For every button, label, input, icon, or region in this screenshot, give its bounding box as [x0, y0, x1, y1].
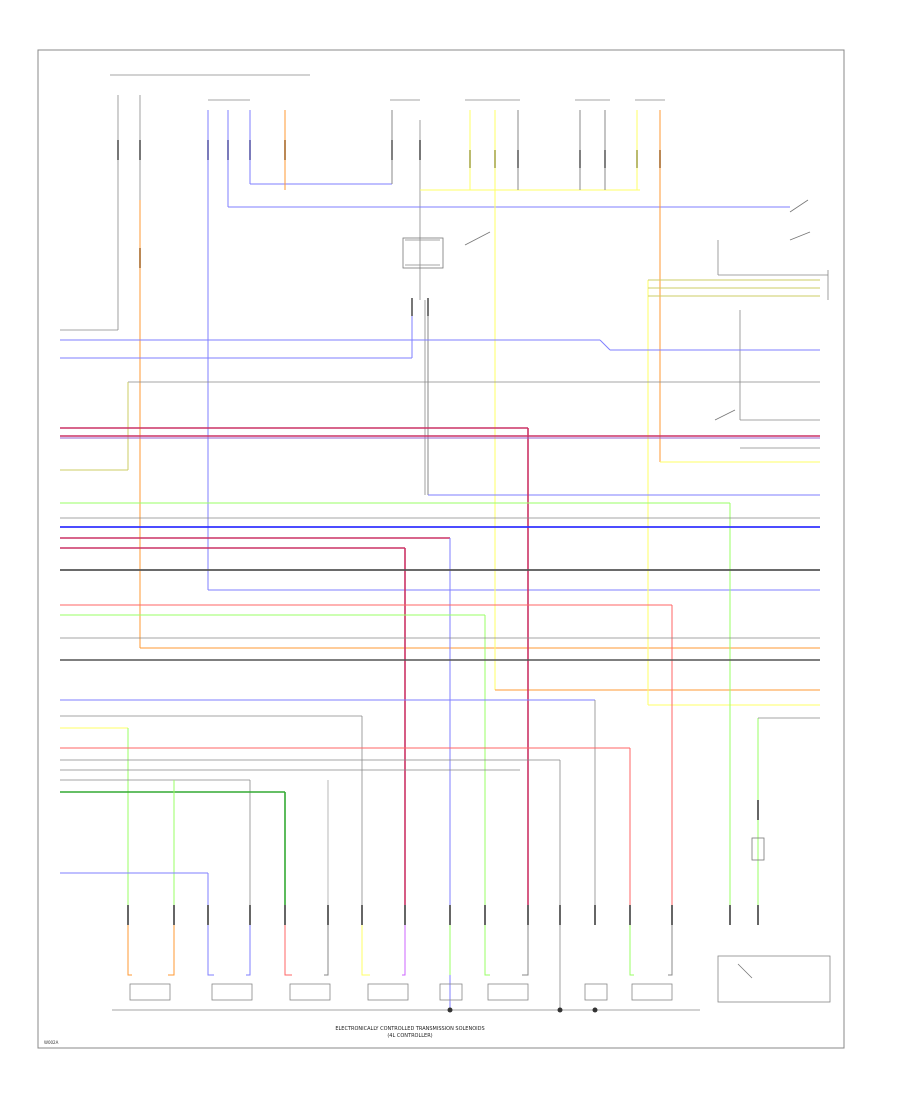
solenoid-leads — [127, 925, 673, 976]
horizontal-wires — [60, 329, 820, 1010]
ground-dot-2 — [557, 1007, 563, 1013]
diagram-border — [37, 49, 845, 1049]
top-connectors — [110, 74, 829, 495]
switch-arm-4 — [714, 409, 736, 421]
bottom-pin-ticks — [127, 800, 759, 925]
ground-dot-3 — [592, 1007, 598, 1013]
solenoid-4 — [367, 983, 409, 1001]
solenoid-2 — [211, 983, 253, 1001]
vertical-wires-top — [60, 110, 820, 706]
ground-dot-1 — [447, 1007, 453, 1013]
caption-line2: (4L CONTROLLER) — [387, 1033, 432, 1039]
solenoid-7 — [584, 983, 608, 1001]
solenoid-3 — [289, 983, 331, 1001]
solenoid-1 — [129, 983, 171, 1001]
top-pin-ticks — [117, 140, 661, 316]
switch-symbol-center — [402, 237, 444, 269]
component-glyphs — [402, 199, 811, 979]
solenoid-8 — [631, 983, 673, 1001]
switch-arm-2 — [789, 231, 811, 241]
switch-arm-3 — [789, 199, 809, 213]
pressure-switch-arm — [737, 963, 753, 979]
ground-points — [447, 1007, 598, 1013]
page-code: W002A — [44, 1040, 59, 1045]
solenoid-6 — [487, 983, 529, 1001]
solenoid-row — [112, 955, 831, 1011]
switch-arm-1 — [464, 231, 491, 246]
pressure-switch-box — [717, 955, 831, 1003]
solenoid-5 — [439, 983, 463, 1001]
caption-line1: ELECTRONICALLY CONTROLLED TRANSMISSION S… — [335, 1026, 484, 1032]
inline-resistor — [751, 837, 765, 861]
